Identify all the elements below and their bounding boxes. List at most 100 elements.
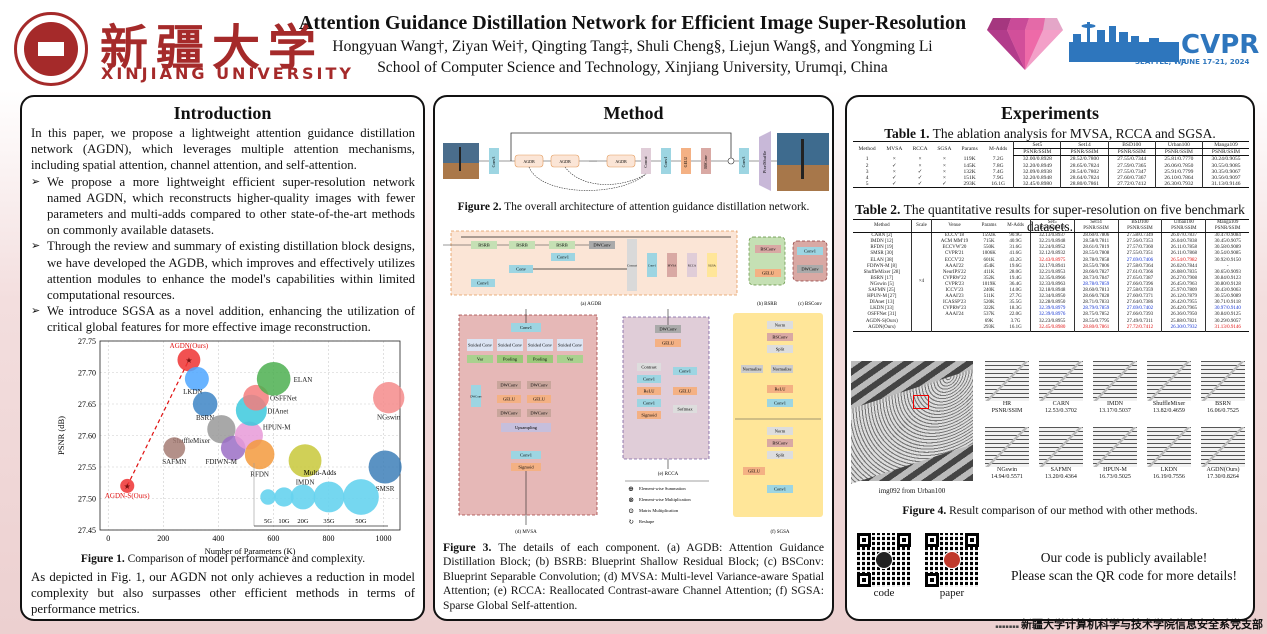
table-2-cell: ELAN [38]	[870, 257, 894, 263]
x-tick-label: 800	[322, 534, 334, 543]
table-1-header: Method	[858, 145, 876, 152]
table-1-cell: 28.52/0.7800	[1060, 155, 1109, 163]
table-2-cell: 28.71/0.7833	[1073, 300, 1118, 307]
legend-label: Element-wise Multiplication	[639, 497, 691, 502]
data-point-label: NGswin	[377, 414, 401, 422]
data-point	[288, 444, 322, 478]
table-2-cell: 26.08/0.7835	[1161, 269, 1206, 276]
rcca-dwconv-label: DWConv	[659, 327, 677, 332]
qr-code-image[interactable]	[857, 533, 911, 587]
crop-method-name: HR	[1002, 401, 1012, 407]
table-2-cell: 27.72/0.7412	[1117, 324, 1162, 332]
table-1-header: Set14	[1060, 141, 1109, 150]
table-2-cell: OSFFNet [31]	[867, 312, 897, 318]
agdb-bsrb-label: BSRB	[478, 243, 490, 248]
crop-method-name: LKDN	[1160, 467, 1178, 473]
qr-code-label: code	[873, 587, 895, 599]
rcca-relu	[637, 387, 661, 395]
table-2-cell: BSRN [17]	[870, 275, 894, 281]
table-2-cell: 28.66/0.7827	[1073, 269, 1118, 276]
arch-block-label: Conv3	[491, 157, 496, 168]
x-tick-label: 400	[212, 534, 224, 543]
table-2-cell: CVPRW'22	[931, 275, 977, 282]
crop-method-name: CARN	[1052, 401, 1070, 407]
table-2-cell: 28.78/0.7858	[1073, 257, 1118, 264]
table-1-cell: 293K	[963, 181, 976, 188]
sgsa-bsconv	[767, 439, 793, 447]
table-2-cell: 28.58/0.7811	[1073, 239, 1118, 246]
crop-image	[1201, 361, 1245, 401]
urban100-source-image	[851, 361, 973, 484]
sub-label-sgsa: (f) SGSA	[770, 530, 789, 535]
sgsa-normalize	[771, 365, 793, 373]
agdb-sgsa	[707, 253, 717, 277]
rcca-conv1	[673, 367, 697, 375]
arch-block-label: GELU	[683, 157, 688, 168]
figure-1-label: Figure 1.	[80, 553, 125, 565]
data-point-label: ELAN	[294, 376, 313, 384]
table-2-cell: 26.02/0.7844	[1161, 263, 1206, 270]
message-line-1: Our code is publicly available!	[1040, 550, 1208, 565]
arrow-bullet-icon: ➢	[31, 174, 41, 188]
table-2-cell: 32.33/0.8963	[1029, 281, 1075, 289]
mvsa-gelu	[527, 395, 551, 403]
data-point	[256, 361, 291, 396]
sgsa-bsconv-label: BSConv	[772, 335, 788, 340]
university-name-en: XINJIANG UNIVERSITY	[101, 64, 355, 83]
table-2-cell: 90.9G	[1009, 233, 1022, 239]
agdb-mvsa	[667, 253, 677, 277]
table-2-cell: 19.6G	[1009, 263, 1022, 269]
sgsa-split	[767, 345, 793, 353]
y-tick-label: 27.55	[78, 463, 96, 472]
data-point-label: SMSR	[376, 485, 395, 493]
table-1-cell: 25.91/0.7799	[1154, 168, 1203, 176]
arch-block-conv1	[661, 148, 671, 174]
table-2-cell: 3.7G	[1010, 318, 1021, 324]
table-2-cell: 32.45/0.8980	[1029, 324, 1075, 332]
figure-4-caption: Figure 4. Result comparison of our metho…	[847, 503, 1253, 520]
code-qr[interactable]: code	[857, 533, 911, 599]
table-2-cell: 30.84/0.9125	[1205, 312, 1249, 319]
figure-3-label: Figure 3.	[443, 541, 492, 554]
table-2-cell: 40.9G	[1009, 239, 1022, 245]
table-1-cell: ✓	[892, 181, 897, 188]
data-point-label: OSFFNet	[270, 395, 297, 403]
table-2-cell: NGswin [5]	[869, 281, 894, 287]
table-1-cell: 28.64/0.7824	[1060, 175, 1109, 182]
table-2-cell: 32.39/0.8976	[1029, 312, 1075, 319]
table-2-cell: FDIWN-M [8]	[867, 263, 897, 269]
qr-code-image[interactable]	[925, 533, 979, 587]
sum-icon	[727, 157, 735, 165]
sgsa-split-label: Split	[776, 453, 785, 458]
bsrb-gelu	[755, 269, 781, 277]
crop-image	[985, 361, 1029, 401]
bsconv-dwconv-label: DWConv	[801, 267, 819, 272]
table-1-cell: 5	[865, 181, 869, 188]
paper-qr[interactable]: paper	[925, 533, 979, 599]
sgsa-split	[767, 451, 793, 459]
data-point	[177, 348, 201, 372]
agdb-conv1	[551, 253, 575, 261]
table-2-cell: RFDN [19]	[870, 245, 894, 251]
y-tick-label: 27.65	[78, 400, 96, 409]
rcca-gelu-label: GELU	[679, 389, 692, 394]
table-2-cell: ICCV'23	[931, 288, 977, 295]
star-marker-icon: ★	[185, 356, 192, 365]
crop-psnr-ssim: 16.06/0.7525	[1207, 408, 1239, 414]
table-2-cell: 31.13/0.9146	[1205, 324, 1249, 332]
table-2-cell: 32.24/0.8952	[1029, 245, 1075, 252]
rcca-gelu	[655, 339, 681, 347]
table-2-cell: AGDN-S(Ours)	[865, 318, 898, 324]
size-legend-marker	[313, 481, 345, 513]
figure-4-label: Figure 4.	[902, 505, 947, 517]
table-1-header: Set5	[1013, 141, 1061, 150]
